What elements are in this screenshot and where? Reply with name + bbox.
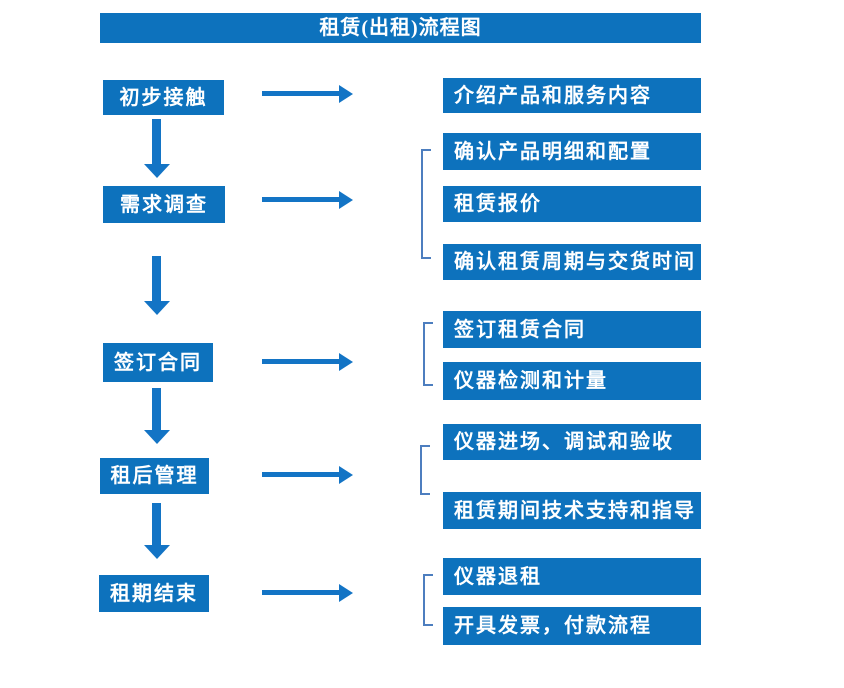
bracket-post-rental-outputs <box>420 445 430 495</box>
bracket-rental-end-outputs <box>423 574 433 626</box>
output-box-instrument-inspection-measurement: 仪器检测和计量 <box>443 362 701 400</box>
bracket-demand-survey-outputs <box>421 149 431 259</box>
right-arrow-stage2 <box>262 197 339 202</box>
right-arrow-stage4 <box>262 472 339 477</box>
right-arrow-stage3 <box>262 359 339 364</box>
right-arrow-stage1 <box>262 91 339 96</box>
output-box-rental-tech-support: 租赁期间技术支持和指导 <box>443 492 701 529</box>
down-arrow-stage4-to-stage5 <box>152 503 161 545</box>
stage-box-sign-contract: 签订合同 <box>103 343 213 382</box>
down-arrow-stage2-to-stage3 <box>152 256 161 301</box>
down-arrow-stage1-to-stage2 <box>152 119 161 164</box>
down-arrow-stage3-to-stage4 <box>152 388 161 430</box>
output-box-instrument-return: 仪器退租 <box>443 558 701 595</box>
output-box-sign-rental-contract: 签订租赁合同 <box>443 311 701 348</box>
stage-box-post-rental-management: 租后管理 <box>100 458 209 494</box>
output-box-instrument-setup-acceptance: 仪器进场、调试和验收 <box>443 424 701 460</box>
output-box-rental-quotation: 租赁报价 <box>443 186 701 222</box>
output-box-confirm-product-details: 确认产品明细和配置 <box>443 133 701 170</box>
output-box-confirm-rental-period-delivery: 确认租赁周期与交货时间 <box>443 244 701 280</box>
stage-box-initial-contact: 初步接触 <box>103 80 224 115</box>
bracket-sign-contract-outputs <box>423 322 433 386</box>
output-box-introduce-products-services: 介绍产品和服务内容 <box>443 78 701 113</box>
flowchart-title: 租赁(出租)流程图 <box>100 13 701 43</box>
stage-box-rental-end: 租期结束 <box>99 575 209 612</box>
right-arrow-stage5 <box>262 590 339 595</box>
stage-box-demand-survey: 需求调查 <box>103 186 225 223</box>
output-box-invoice-payment-process: 开具发票，付款流程 <box>443 607 701 645</box>
